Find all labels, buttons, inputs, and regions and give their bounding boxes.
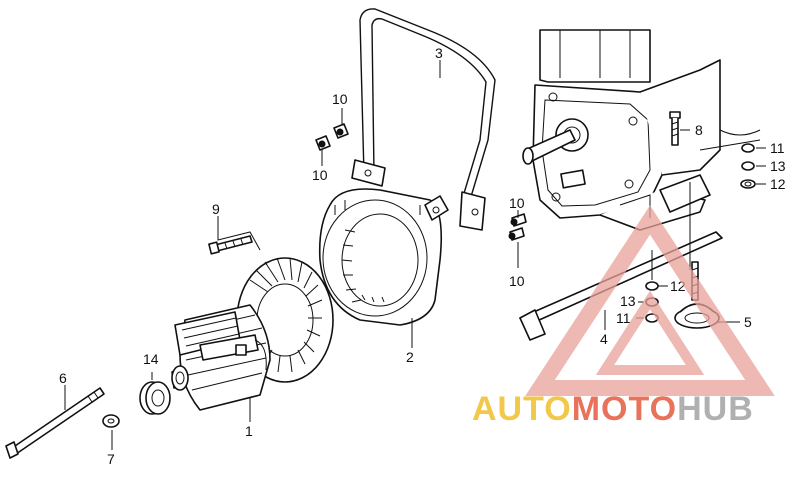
- watermark-text-moto: MOTO: [572, 390, 677, 428]
- bolt-9: [208, 235, 253, 255]
- callout-4: 4: [600, 331, 608, 347]
- svg-text:AUTOMOTOHUB: AUTOMOTOHUB: [472, 390, 754, 428]
- bearing-14: [139, 381, 171, 415]
- callout-13-top: 13: [770, 158, 786, 174]
- hardware-11-12-13-top: [740, 143, 756, 189]
- engine-block: [522, 29, 761, 231]
- callout-10-upper: 10: [332, 91, 348, 107]
- watermark-triangle-inner: [595, 290, 705, 375]
- bolts-10-right: [508, 213, 527, 241]
- washer-7: [102, 414, 120, 428]
- callout-10-right-top: 10: [509, 195, 525, 211]
- watermark-text-auto: AUTO: [472, 390, 572, 428]
- rotor-stator: [171, 304, 271, 411]
- leader-lines: [64, 60, 766, 450]
- callout-10-right-bottom: 10: [509, 273, 525, 289]
- callout-11-top: 11: [770, 140, 785, 156]
- callout-6: 6: [59, 370, 67, 386]
- callout-13-lower: 13: [620, 293, 636, 309]
- watermark-triangle-outer: [525, 205, 775, 396]
- callout-11-lower: 11: [616, 310, 631, 326]
- callout-7: 7: [107, 451, 115, 467]
- through-bolt-6: [5, 387, 105, 459]
- fan-shroud: [318, 188, 449, 326]
- watermark-logo: AUTOMOTOHUB: [472, 205, 775, 428]
- callout-3: 3: [435, 45, 443, 61]
- bolts-10-upper: [315, 123, 349, 151]
- callout-12-top: 12: [770, 176, 786, 192]
- callout-5: 5: [744, 314, 752, 330]
- watermark-text-hub: HUB: [677, 390, 754, 428]
- callout-10-middle: 10: [312, 167, 328, 183]
- callout-9: 9: [212, 201, 220, 217]
- bolt-8: [669, 111, 681, 146]
- callout-1: 1: [245, 423, 253, 439]
- callout-2: 2: [406, 349, 414, 365]
- callout-14: 14: [143, 351, 159, 367]
- callout-8: 8: [695, 122, 703, 138]
- callout-labels: 1 2 3 4 5 6 7 8 9 10 10 10 10 11 11 12 1…: [59, 45, 786, 467]
- handle-frame: [351, 8, 496, 231]
